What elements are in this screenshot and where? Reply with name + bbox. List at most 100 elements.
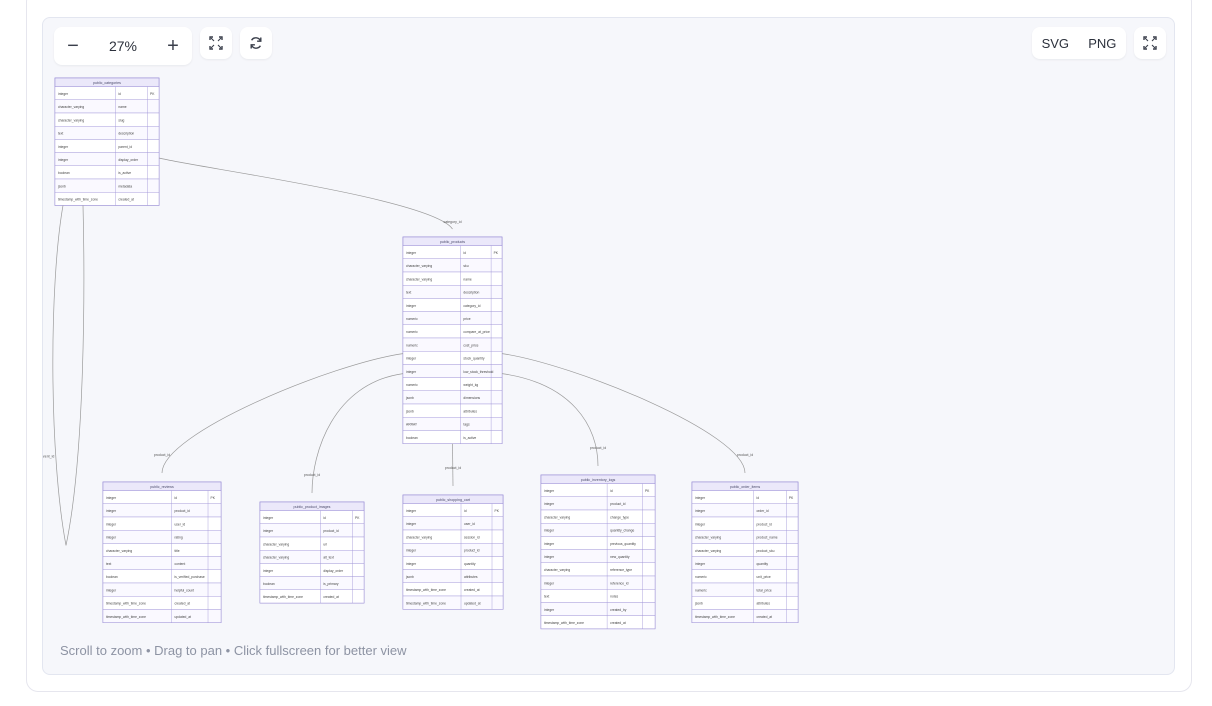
table-title: public_inventory_logs	[581, 478, 616, 482]
column-type: integer	[406, 251, 417, 255]
column-type: integer	[263, 529, 274, 533]
column-name: low_stock_threshold	[463, 370, 493, 374]
column-key: PK	[494, 251, 499, 255]
column-key: PK	[150, 92, 155, 96]
table-row	[691, 490, 799, 505]
column-name: name	[463, 277, 471, 281]
column-name: total_price	[756, 588, 771, 592]
column-name: product_id	[464, 549, 480, 553]
column-name: display_order	[323, 569, 344, 573]
table-row	[102, 609, 222, 623]
column-type: numeric	[695, 588, 707, 592]
column-type: text	[58, 132, 63, 136]
relation-label: product_id	[737, 453, 753, 457]
table-row	[691, 503, 799, 518]
column-type: character_varying	[106, 549, 132, 553]
column-name: metadata	[118, 184, 132, 188]
table-row	[540, 549, 656, 563]
zoom-in-button[interactable]: +	[167, 34, 179, 57]
relation-label: parent_id	[43, 454, 54, 458]
table-row	[402, 595, 504, 610]
reset-view-button[interactable]	[240, 27, 272, 59]
zoom-out-button[interactable]: −	[67, 34, 79, 57]
relation-line	[452, 443, 454, 487]
export-png-button[interactable]: PNG	[1088, 35, 1117, 51]
column-name: product_id	[610, 502, 626, 506]
column-type: integer	[106, 536, 117, 540]
relation-categories-categories: parent_id	[43, 205, 85, 546]
column-name: cost_price	[463, 343, 478, 347]
column-type: integer	[406, 304, 417, 308]
column-name: created_at	[610, 621, 626, 625]
table-row	[402, 390, 503, 405]
column-name: quantity	[756, 562, 768, 566]
column-type: character_varying	[544, 568, 570, 572]
column-name: unit_price	[756, 575, 770, 579]
column-name: updated_at	[174, 615, 191, 619]
column-name: previous_quantity	[610, 542, 636, 546]
column-type: boolean	[406, 436, 418, 440]
column-name: display_order	[118, 158, 139, 162]
table-row	[402, 377, 503, 392]
table-row	[54, 139, 160, 153]
column-name: slug	[118, 118, 124, 122]
column-name: id	[174, 496, 177, 500]
column-name: quantity	[464, 562, 476, 566]
column-name: order_id	[756, 509, 768, 513]
column-type: character_varying	[58, 118, 84, 122]
relation-label: product_id	[154, 453, 170, 457]
column-name: product_sku	[756, 549, 774, 553]
column-name: rating	[174, 536, 182, 540]
table-row	[540, 589, 656, 603]
table-title: public_product_images	[294, 505, 331, 509]
column-name: parent_id	[118, 145, 132, 149]
column-type: integer	[544, 489, 555, 493]
column-name: compare_at_price	[463, 330, 490, 334]
column-type: boolean	[106, 575, 118, 579]
table-title: public_reviews	[150, 485, 174, 489]
column-key: PK	[355, 516, 360, 520]
table-row	[259, 589, 365, 604]
export-svg-button[interactable]: SVG	[1041, 35, 1070, 51]
table-row	[540, 602, 656, 616]
column-name: id	[323, 516, 326, 520]
column-type: character_varying	[695, 536, 721, 540]
column-type: integer	[106, 509, 117, 513]
table-row	[402, 417, 503, 431]
column-key: PK	[211, 496, 216, 500]
column-type: integer	[544, 529, 555, 533]
table-row	[540, 483, 656, 498]
column-name: id	[756, 496, 759, 500]
table-row	[259, 523, 365, 538]
fit-view-button[interactable]	[200, 27, 232, 59]
table-row	[402, 516, 504, 531]
column-type: character_varying	[263, 556, 289, 560]
relation-label: product_id	[590, 446, 606, 450]
column-name: product_id	[323, 529, 339, 533]
column-type: integer	[106, 588, 117, 592]
column-name: is_active	[118, 171, 131, 175]
column-type: character_varying	[263, 542, 289, 546]
column-type: integer	[58, 158, 69, 162]
hint-text: Scroll to zoom • Drag to pan • Click ful…	[60, 643, 407, 658]
column-name: attributes	[463, 409, 477, 413]
column-type: jsonb	[405, 409, 414, 413]
column-type: integer	[695, 562, 706, 566]
column-name: title	[174, 549, 179, 553]
column-name: new_quantity	[610, 555, 630, 559]
table-row	[691, 609, 799, 623]
relation-product-images-products: product_id	[304, 373, 404, 494]
column-name: alt_text	[323, 556, 334, 560]
column-type: boolean	[58, 171, 70, 175]
fullscreen-button[interactable]	[1134, 27, 1166, 59]
column-type: integer	[406, 549, 417, 553]
